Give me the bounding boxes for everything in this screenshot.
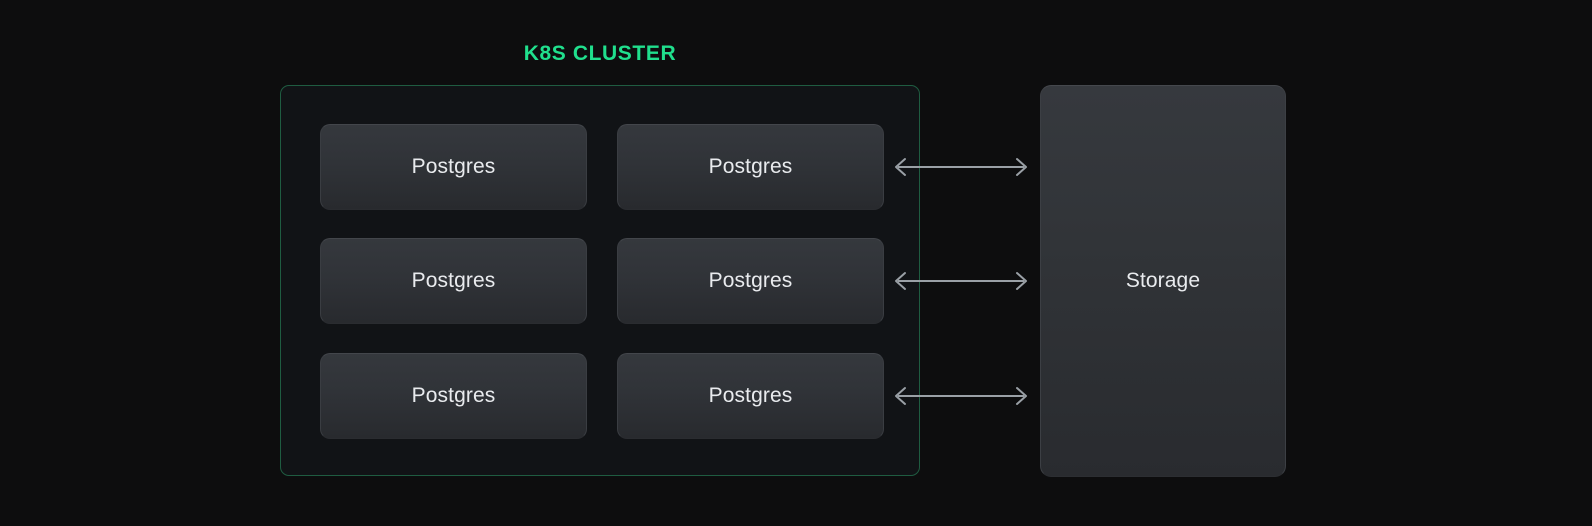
postgres-node[interactable]: Postgres [617,353,884,439]
postgres-node[interactable]: Postgres [617,238,884,324]
cluster-title: K8S Cluster [523,42,677,65]
postgres-node[interactable]: Postgres [320,124,587,210]
postgres-node-label: Postgres [708,384,793,407]
postgres-node-label: Postgres [708,155,793,178]
postgres-node[interactable]: Postgres [617,124,884,210]
postgres-node-label: Postgres [411,155,496,178]
postgres-node-label: Postgres [411,384,496,407]
storage-node-label: Storage [1125,269,1201,292]
postgres-node[interactable]: Postgres [320,353,587,439]
postgres-node-label: Postgres [708,269,793,292]
postgres-node[interactable]: Postgres [320,238,587,324]
postgres-node-label: Postgres [411,269,496,292]
storage-node[interactable]: Storage [1040,85,1286,477]
